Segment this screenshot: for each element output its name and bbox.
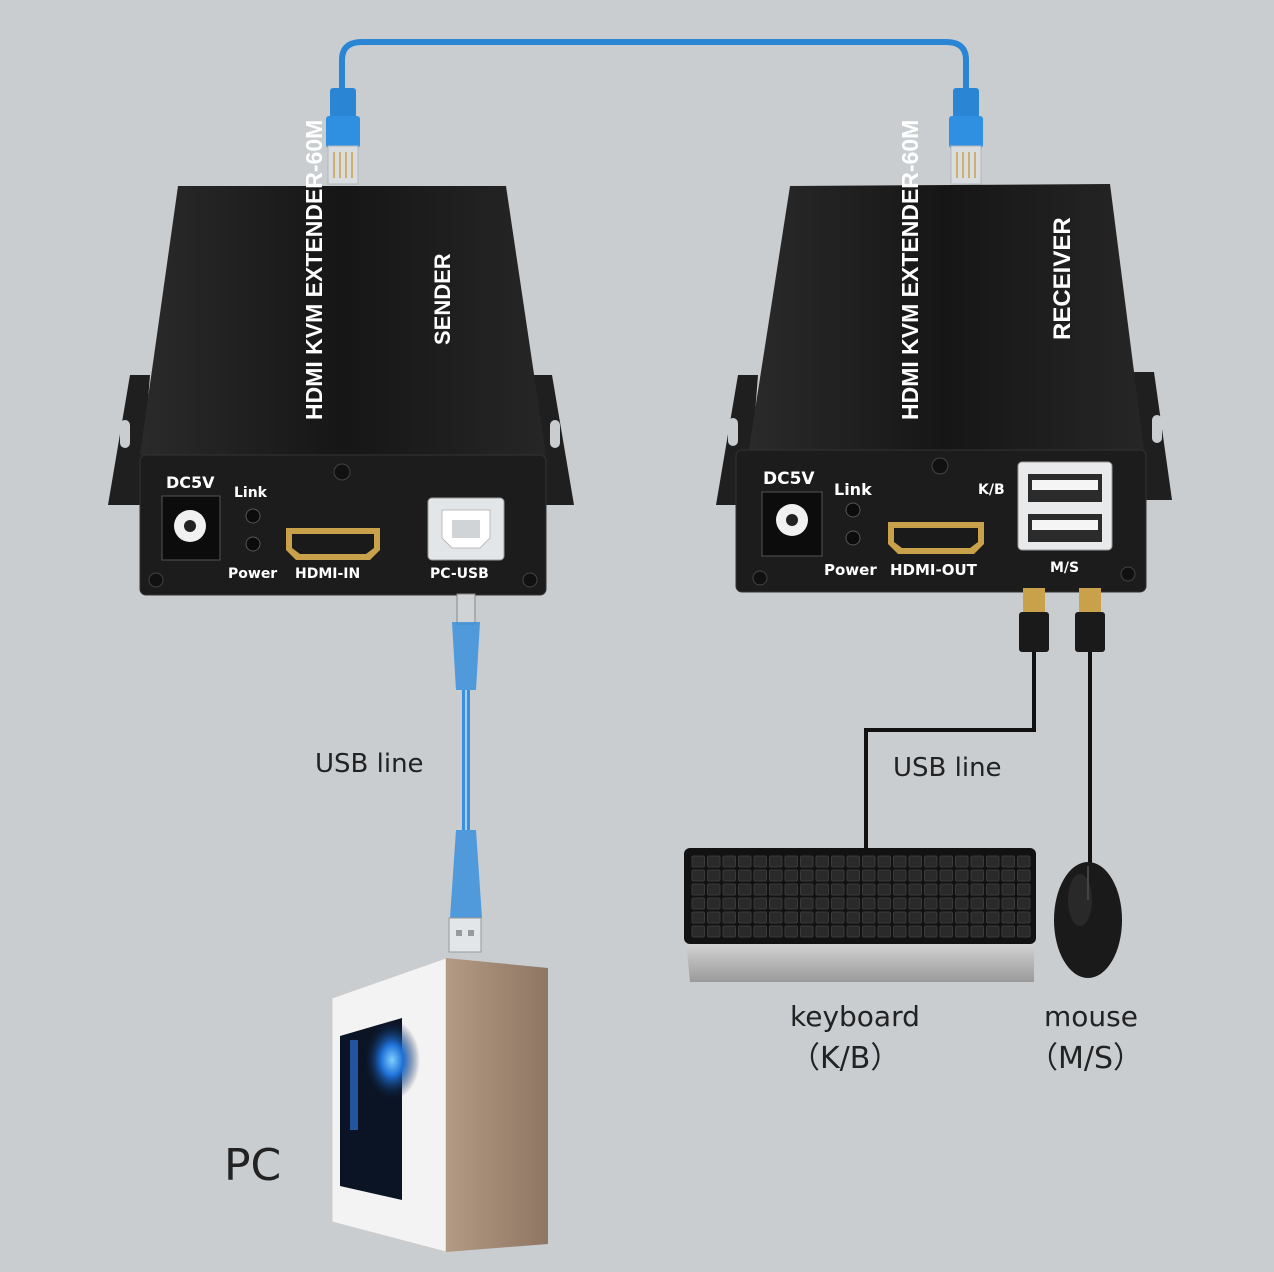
keyboard-keys (691, 855, 1031, 938)
rj45-plug-right (949, 88, 983, 185)
pc-label: PC (224, 1140, 281, 1191)
receiver-power-label: Power (824, 561, 877, 579)
receiver-link-label: Link (834, 480, 872, 499)
receiver-top-panel (748, 184, 1144, 455)
usb-plug-kb (1019, 588, 1049, 652)
usb-line-right-label: USB line (893, 753, 1002, 783)
keyboard-cable (864, 652, 1036, 852)
usb-line-left-label: USB line (315, 749, 424, 779)
usb-plug-ms (1075, 588, 1105, 652)
keyboard-abbr-label: （K/B） (790, 1041, 900, 1076)
rj45-plug-left (326, 88, 360, 185)
sender-power-label: Power (228, 566, 277, 582)
receiver-role-text: RECEIVER (1049, 217, 1076, 340)
sender-role-text: SENDER (430, 253, 455, 345)
mouse-label: mouse (1044, 1000, 1138, 1033)
sender-top-panel (140, 186, 546, 455)
sender-link-label: Link (234, 485, 268, 501)
receiver-model-text: HDMI KVM EXTENDER-60M (897, 120, 923, 420)
sender-dc-label: DC5V (166, 473, 215, 492)
mouse (1054, 862, 1122, 978)
keyboard-label: keyboard (790, 1000, 920, 1033)
receiver-hdmi-label: HDMI-OUT (890, 561, 978, 579)
sender-unit (108, 186, 574, 596)
sender-model-text: HDMI KVM EXTENDER-60M (301, 120, 327, 420)
pc-tower (331, 957, 548, 1253)
receiver-unit (716, 184, 1172, 593)
receiver-ms-label: M/S (1050, 560, 1079, 576)
usb-cable-pc (448, 593, 482, 953)
mouse-abbr-label: （M/S） (1028, 1041, 1143, 1076)
sender-hdmi-label: HDMI-IN (295, 566, 360, 582)
receiver-dc-label: DC5V (763, 469, 815, 489)
receiver-kb-label: K/B (978, 482, 1005, 498)
network-cable (339, 39, 969, 95)
sender-usb-label: PC-USB (430, 566, 489, 582)
keyboard (684, 848, 1036, 982)
